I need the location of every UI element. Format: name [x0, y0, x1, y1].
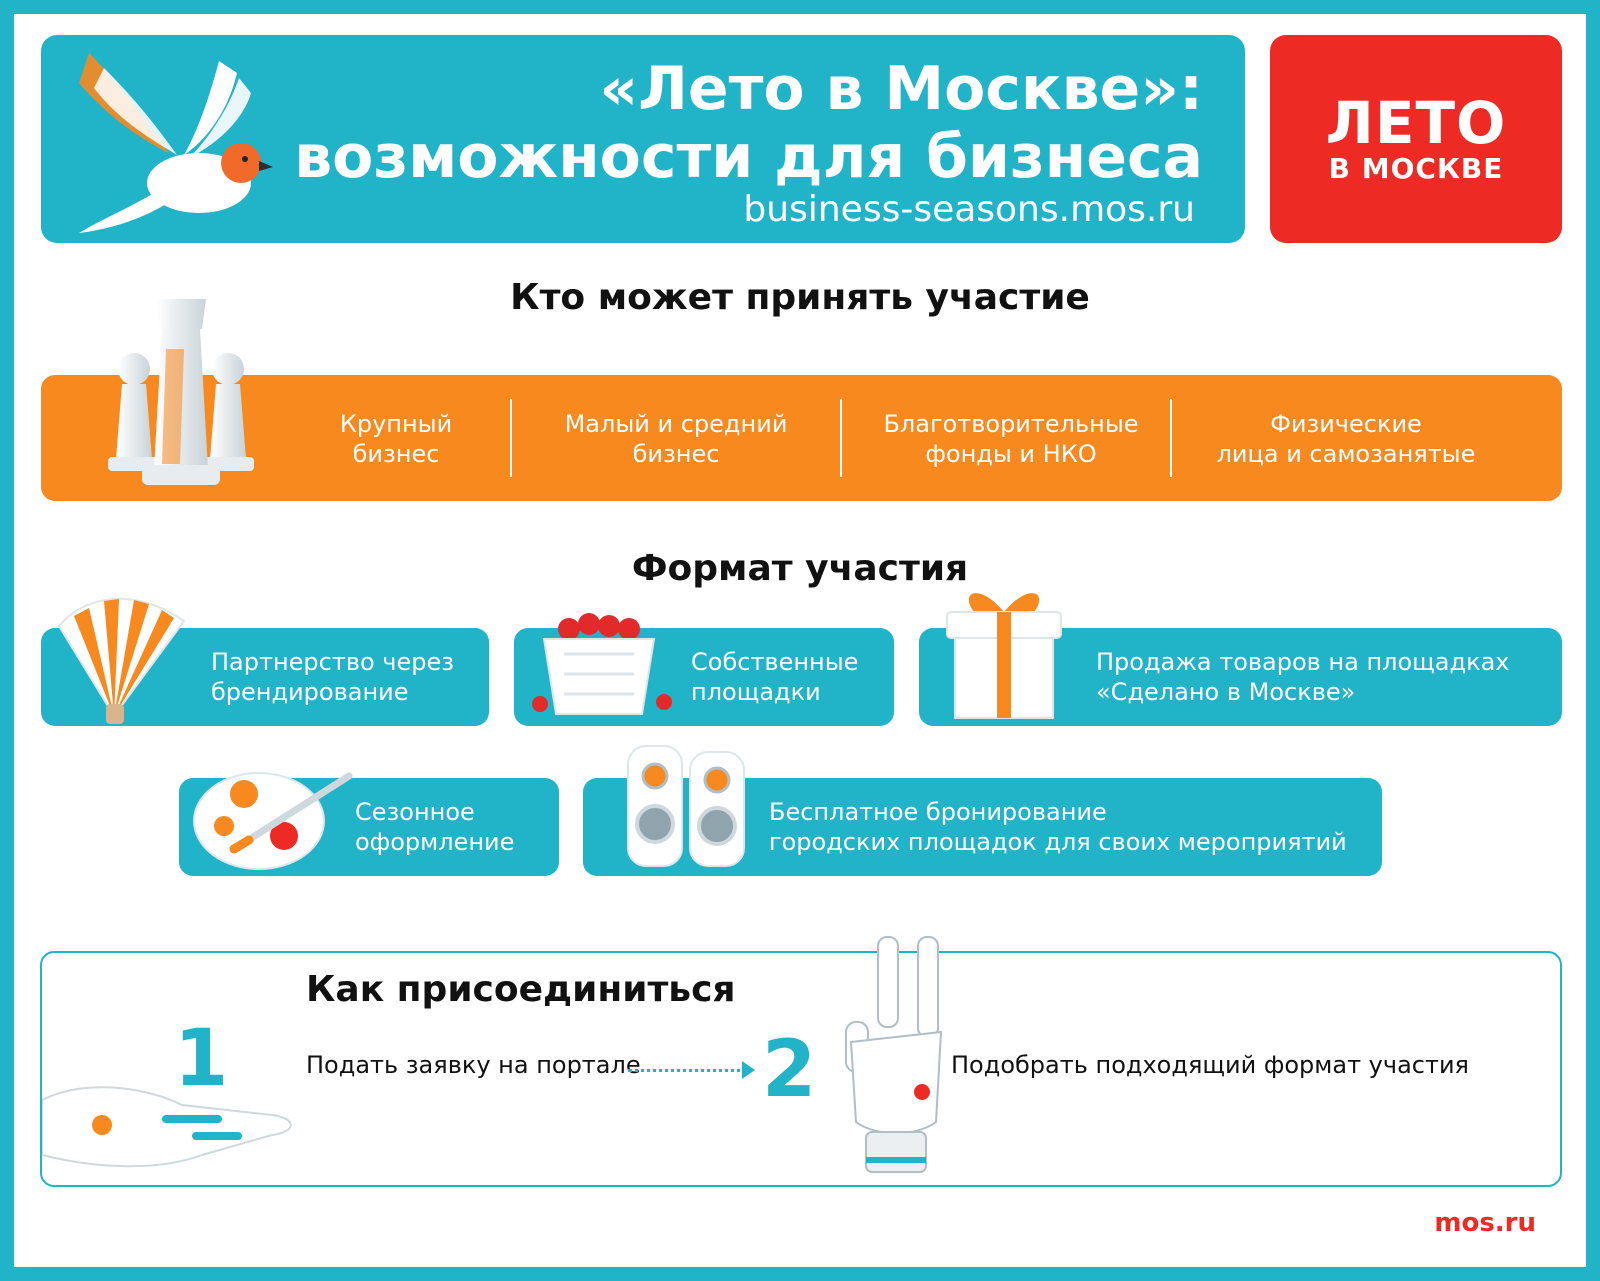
format-line-2: оформление [355, 828, 515, 856]
format-card-text: Сезонное оформление [355, 797, 514, 857]
robot-hand-icon [42, 1086, 292, 1168]
format-line-2: площадки [691, 678, 821, 706]
format-card-text: Бесплатное бронирование городских площад… [769, 797, 1347, 857]
format-line-1: Собственные [691, 648, 859, 676]
hero-title: «Лето в Москве»: возможности для бизнеса [294, 55, 1203, 191]
format-line-2: «Сделано в Москве» [1096, 678, 1356, 706]
format-line-1: Продажа товаров на площадках [1096, 648, 1510, 676]
category-line-1: Малый и средний [564, 410, 788, 438]
category-line-2: фонды и НКО [925, 440, 1097, 468]
category-line-2: лица и самозанятые [1216, 440, 1476, 468]
category-line-2: бизнес [352, 440, 440, 468]
hero-banner: «Лето в Москве»: возможности для бизнеса… [41, 35, 1245, 243]
participant-category-sme: Малый и средний бизнес [541, 409, 811, 469]
participant-category-ngo: Благотворительные фонды и НКО [866, 409, 1156, 469]
mos-ru-brand[interactable]: mos.ru [1434, 1208, 1536, 1238]
join-heading: Как присоединиться [306, 969, 736, 1010]
format-card-text: Собственные площадки [691, 647, 858, 707]
participants-band: Крупный бизнес Малый и средний бизнес Бл… [41, 375, 1562, 501]
hero-title-line-1: «Лето в Москве»: [599, 54, 1203, 124]
fan-icon [57, 597, 186, 724]
category-line-1: Физические [1270, 410, 1422, 438]
logo-line-1: ЛЕТО [1325, 89, 1507, 157]
speakers-icon [627, 745, 745, 867]
who-heading: Кто может принять участие [510, 277, 1090, 318]
participant-category-individuals: Физические лица и самозанятые [1196, 409, 1496, 469]
step-arrow [628, 1069, 748, 1072]
category-line-2: бизнес [632, 440, 720, 468]
step-2-number: 2 [762, 1025, 817, 1115]
step-1-number: 1 [174, 1014, 229, 1104]
format-line-2: брендирование [211, 678, 409, 706]
hero-url-link[interactable]: business-seasons.mos.ru [743, 189, 1195, 230]
category-line-1: Благотворительные [883, 410, 1139, 438]
robot-victory-hand-icon [845, 936, 943, 1173]
format-line-1: Бесплатное бронирование [769, 798, 1107, 826]
category-line-1: Крупный [339, 410, 453, 438]
logo-line-2: В МОСКВЕ [1328, 152, 1504, 185]
chess-pieces-icon [108, 299, 254, 485]
divider [840, 399, 842, 477]
step-2-text: Подобрать подходящий формат участия [951, 1051, 1469, 1079]
arrow-head-icon [742, 1061, 755, 1079]
participant-category-large: Крупный бизнес [321, 409, 471, 469]
format-line-1: Партнерство через [211, 648, 454, 676]
divider [510, 399, 512, 477]
format-card-text: Продажа товаров на площадках «Сделано в … [1096, 647, 1509, 707]
step-1-text: Подать заявку на портале [306, 1051, 641, 1079]
join-section [40, 951, 1562, 1187]
bird-icon [79, 53, 273, 233]
hero-title-line-2: возможности для бизнеса [294, 122, 1203, 192]
divider [1170, 399, 1172, 477]
format-line-2: городских площадок для своих мероприятий [769, 828, 1347, 856]
paint-palette-icon [193, 772, 353, 870]
format-line-1: Сезонное [355, 798, 475, 826]
leto-logo: ЛЕТО В МОСКВЕ [1270, 35, 1562, 243]
format-heading: Формат участия [631, 548, 969, 589]
gift-box-icon [946, 593, 1062, 719]
format-card-text: Партнерство через брендирование [211, 647, 454, 707]
infographic-frame: «Лето в Москве»: возможности для бизнеса… [14, 14, 1586, 1267]
strawberry-basket-icon [532, 593, 672, 715]
